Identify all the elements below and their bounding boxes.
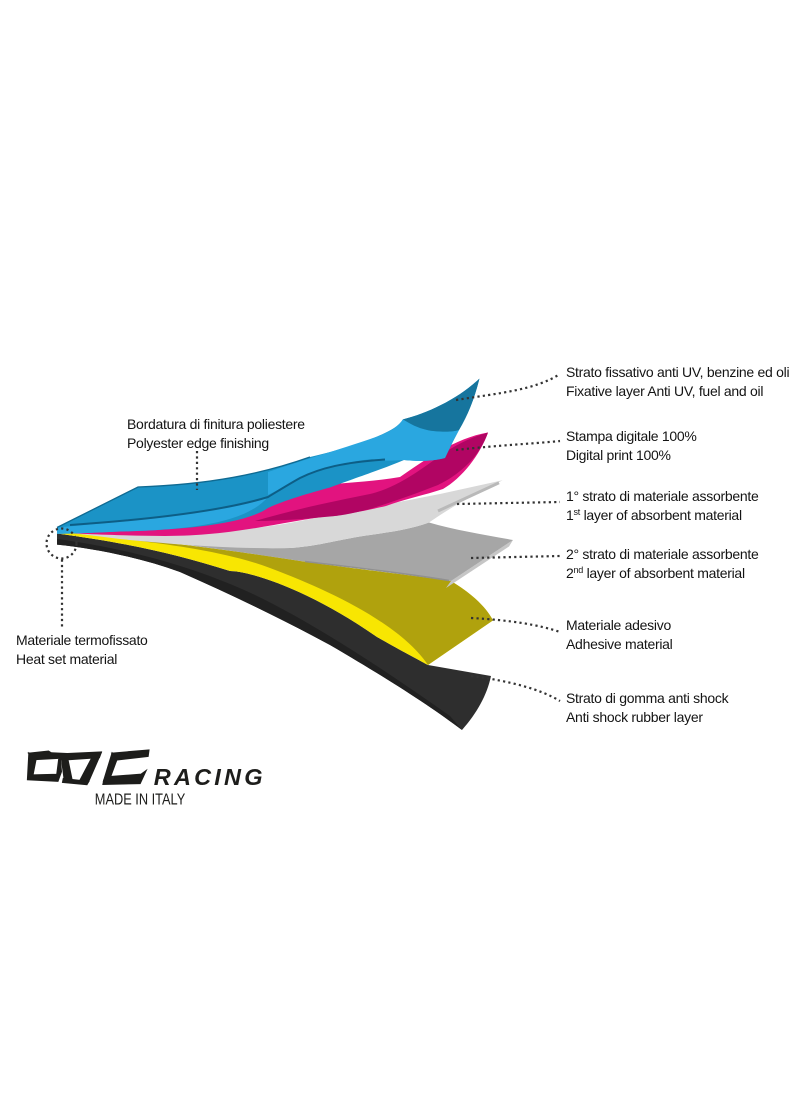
svg-text:RACING: RACING — [154, 764, 266, 790]
svg-text:MADE IN ITALY: MADE IN ITALY — [95, 791, 186, 809]
